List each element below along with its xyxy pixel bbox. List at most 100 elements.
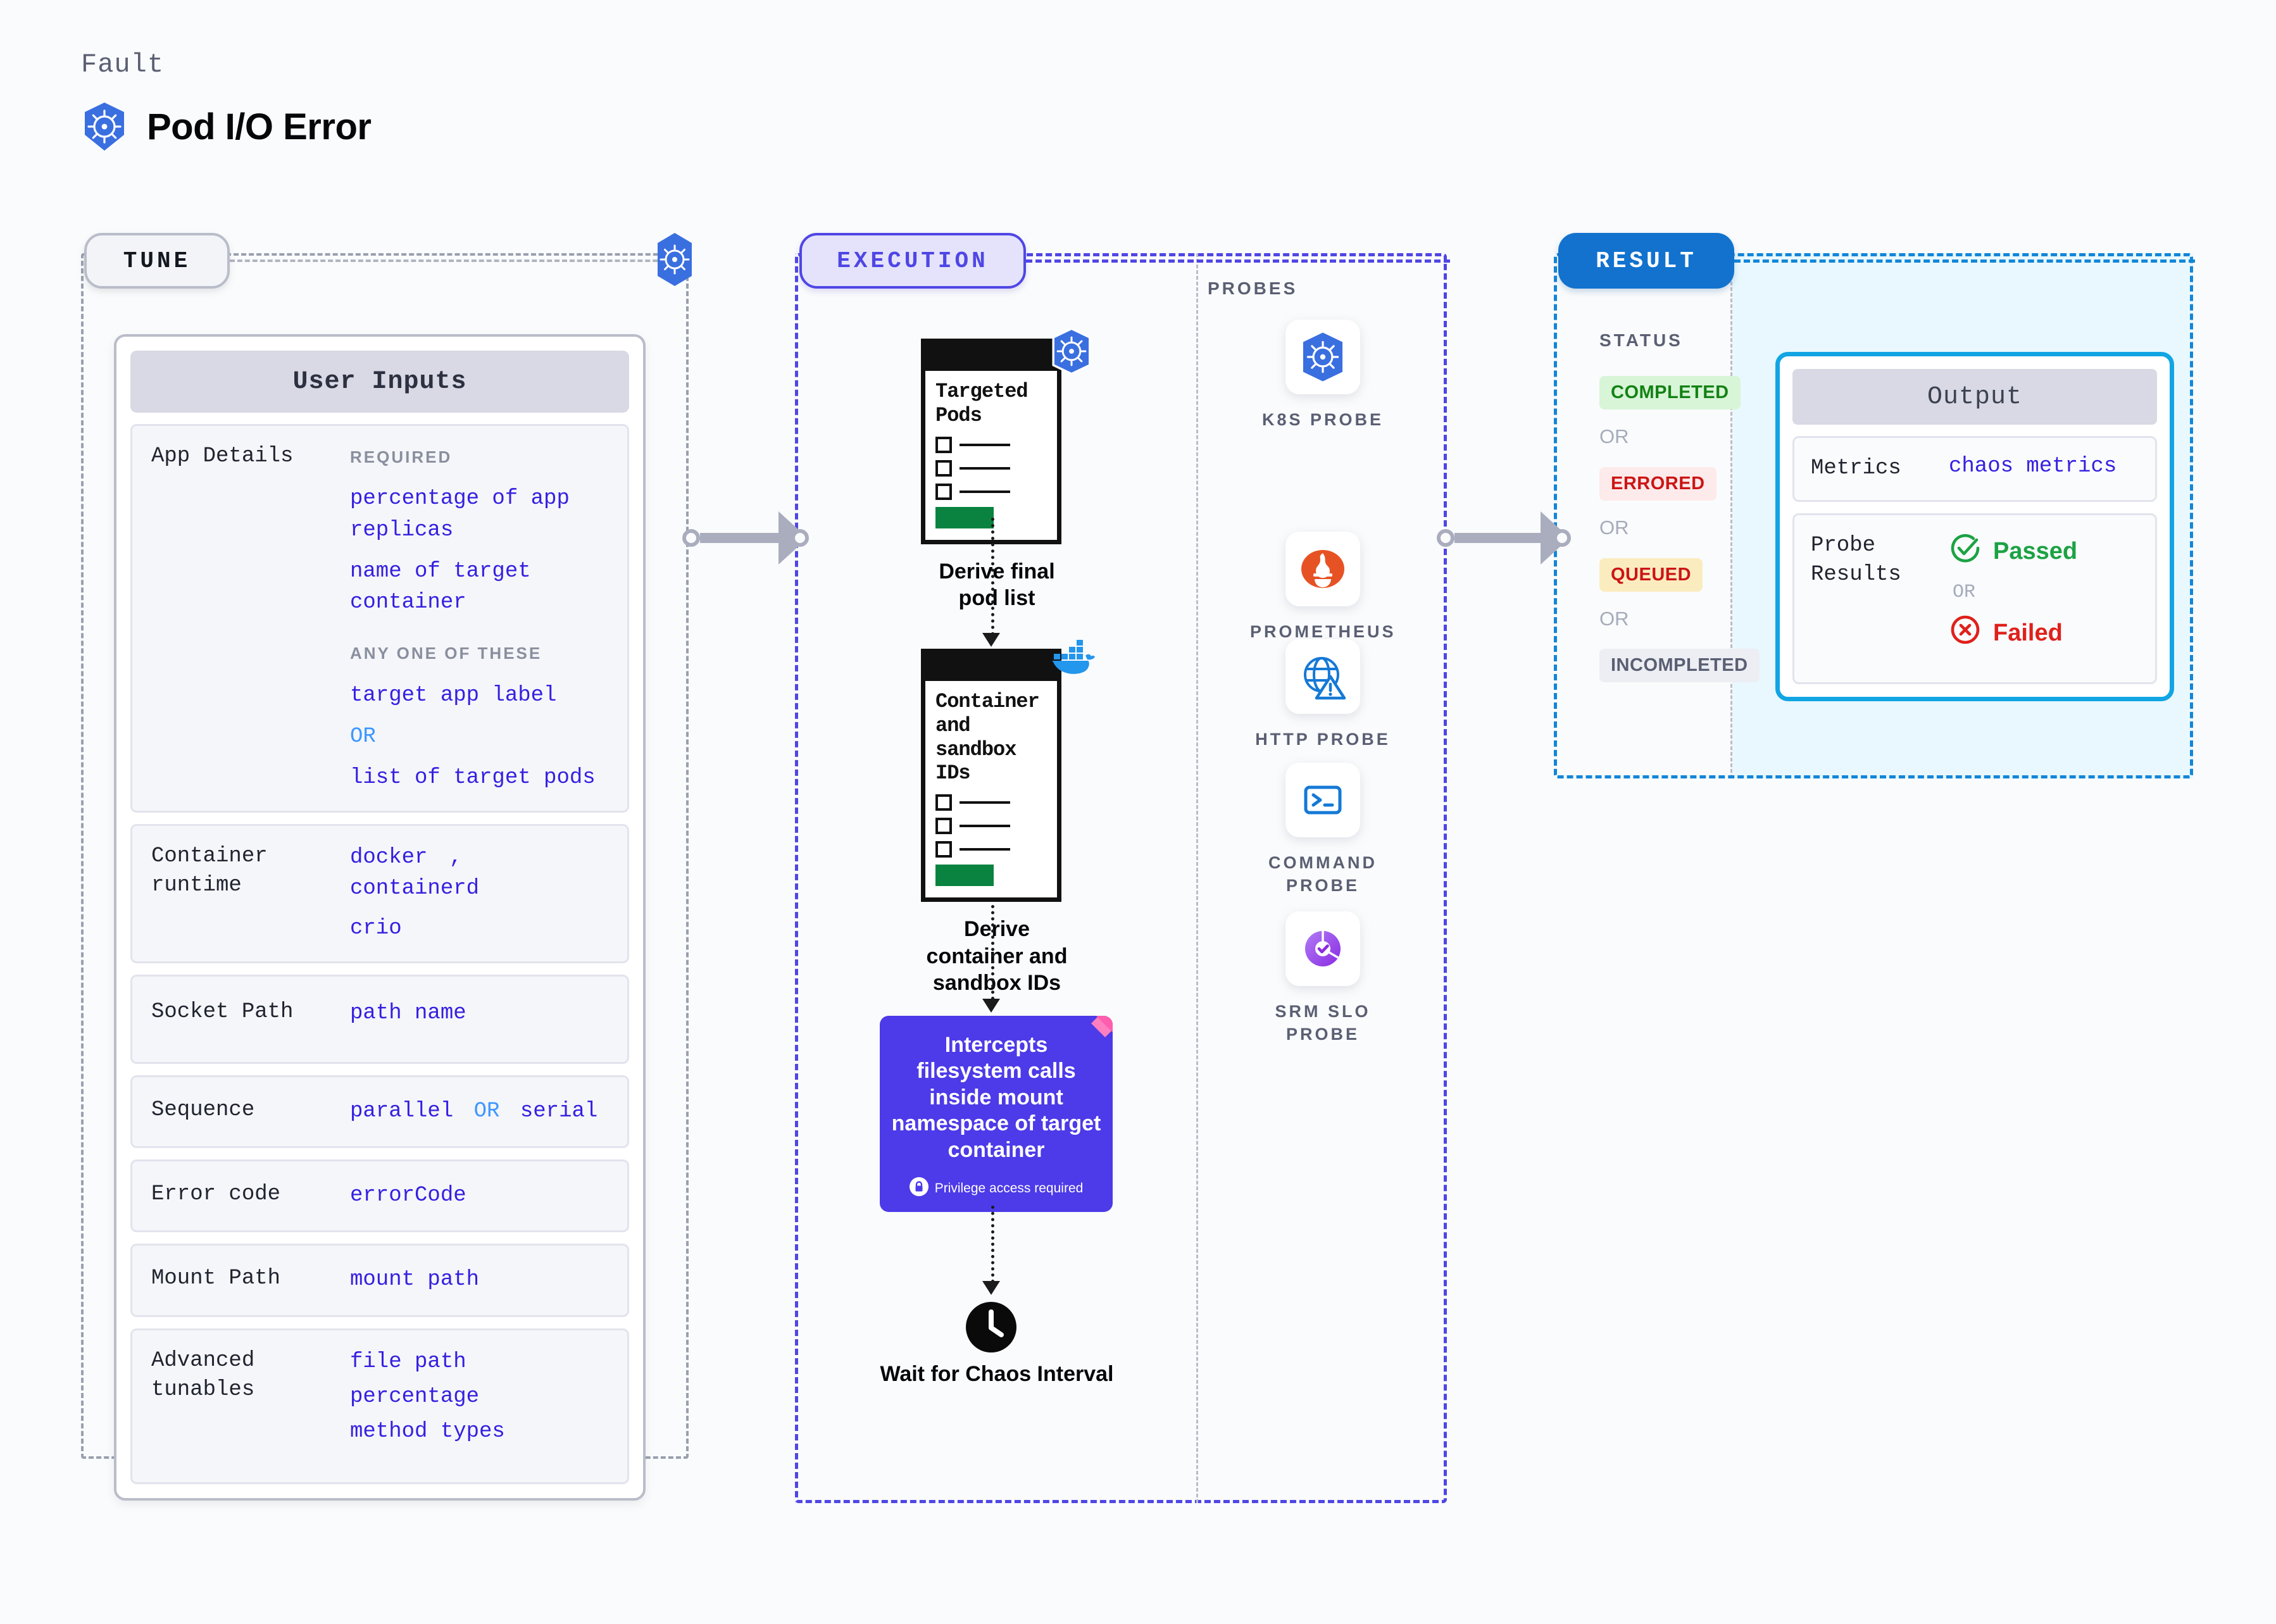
tune-value: serial: [520, 1099, 598, 1123]
probe-command[interactable]: COMMAND PROBE: [1250, 763, 1396, 897]
execution-step-container-ids[interactable]: Container and sandbox IDs Derive contain…: [921, 640, 1095, 997]
result-status-region: [1554, 253, 1732, 778]
tune-value: parallel: [350, 1099, 454, 1123]
docker-icon: [1047, 640, 1096, 681]
checkbox-icon: [935, 841, 952, 858]
tune-group-caption: REQUIRED: [350, 447, 453, 466]
text-rule: [960, 466, 1010, 470]
tune-section-pill[interactable]: TUNE: [84, 233, 230, 289]
x-circle-icon: [1949, 613, 1982, 653]
status-badge-completed: COMPLETED: [1599, 376, 1741, 409]
tune-row-socket-path[interactable]: Socket Path path name: [130, 974, 629, 1064]
execution-wait-caption: Wait for Chaos Interval: [880, 1362, 1114, 1386]
document-titlebar: [925, 343, 1057, 371]
tune-divider: [230, 259, 680, 262]
probe-result-failed: Failed: [1949, 613, 2139, 653]
user-inputs-title: User Inputs: [130, 351, 629, 413]
fault-title-row: Pod I/O Error: [81, 101, 372, 152]
output-row-probe-results[interactable]: Probe Results Passed OR Failed: [1792, 513, 2157, 684]
result-section-pill[interactable]: RESULT: [1558, 233, 1734, 289]
text-rule: [960, 490, 1010, 493]
document-checklist: [935, 794, 1047, 858]
text-rule: [960, 848, 1010, 851]
check-circle-icon: [1949, 532, 1982, 572]
tune-row-label: Container runtime: [151, 844, 268, 897]
connector-end-dot: [1553, 529, 1571, 547]
probe-label: HTTP PROBE: [1255, 730, 1391, 749]
tune-row-label: Mount Path: [151, 1266, 281, 1291]
output-row-metrics[interactable]: Metrics chaos metrics: [1792, 436, 2157, 502]
probe-result-failed-label: Failed: [1993, 619, 2063, 646]
result-status-title: STATUS: [1599, 330, 1683, 350]
probe-label: COMMAND PROBE: [1268, 853, 1377, 896]
tune-value: list of target pods: [350, 766, 596, 790]
result-or-label: OR: [1599, 425, 1629, 447]
execution-section-pill[interactable]: EXECUTION: [799, 233, 1026, 289]
lock-icon: [909, 1177, 929, 1199]
connector-start-dot: [682, 529, 700, 547]
clock-icon: [965, 1301, 1018, 1357]
document-title: Container and sandbox IDs: [935, 690, 1040, 785]
tune-or-label: OR: [350, 725, 376, 749]
flow-arrowhead: [982, 1281, 1000, 1295]
checkbox-icon: [935, 459, 952, 477]
privilege-note: Privilege access required: [891, 1177, 1101, 1199]
checkbox-icon: [935, 794, 952, 811]
tune-value: percentage: [350, 1385, 480, 1409]
execution-action-box[interactable]: Intercepts filesystem calls inside mount…: [880, 1016, 1113, 1213]
kubernetes-icon: [1285, 320, 1360, 394]
output-row-label: Probe Results: [1811, 533, 1901, 587]
kubernetes-icon: [1049, 327, 1094, 378]
probe-http[interactable]: HTTP PROBE: [1250, 639, 1396, 751]
fault-kicker: Fault: [81, 49, 165, 80]
tune-row-app-details[interactable]: App Details REQUIRED percentage of app r…: [130, 424, 629, 813]
connector-bar: [700, 533, 780, 543]
document-card: Container and sandbox IDs: [921, 649, 1061, 902]
globe-warning-icon: [1285, 639, 1360, 714]
output-title: Output: [1792, 369, 2157, 425]
text-rule: [960, 825, 1010, 827]
connector-start-dot: [1437, 529, 1454, 547]
text-rule: [960, 801, 1010, 804]
tune-row-label: Sequence: [151, 1097, 255, 1122]
terminal-icon: [1285, 763, 1360, 837]
output-card: Output Metrics chaos metrics Probe Resul…: [1775, 352, 2174, 701]
tune-row-label: Advanced tunables: [151, 1348, 255, 1402]
tune-or-label: OR: [473, 1099, 500, 1123]
privilege-note-text: Privilege access required: [934, 1180, 1084, 1196]
tune-row-label: App Details: [151, 444, 294, 468]
result-or-label: OR: [1599, 516, 1629, 539]
tune-value: mount path: [350, 1268, 480, 1292]
tune-row-label: Socket Path: [151, 999, 294, 1024]
tune-row-mount-path[interactable]: Mount Path mount path: [130, 1244, 629, 1317]
execution-step-caption: Derive container and sandbox IDs: [926, 917, 1068, 995]
output-metrics-value: chaos metrics: [1949, 454, 2117, 478]
probes-region: [1196, 253, 1447, 1503]
connector-execution-to-result: [1437, 511, 1571, 565]
tune-row-advanced-tunables[interactable]: Advanced tunables file path percentage m…: [130, 1328, 629, 1484]
tune-group-caption: ANY ONE OF THESE: [350, 644, 542, 663]
page-title: Pod I/O Error: [147, 106, 372, 147]
checkbox-icon: [935, 483, 952, 500]
result-or-label: OR: [1599, 608, 1629, 630]
probe-k8s[interactable]: K8S PROBE: [1250, 320, 1396, 431]
tune-separator: ,: [449, 845, 463, 870]
document-checklist: [935, 436, 1047, 500]
document-title: Targeted Pods: [935, 380, 1029, 427]
probe-srm-slo[interactable]: SRM SLO PROBE: [1250, 911, 1396, 1046]
flow-connector-dotted: [991, 1206, 994, 1283]
user-inputs-card: User Inputs App Details REQUIRED percent…: [114, 334, 646, 1501]
status-bar-green: [935, 506, 994, 528]
checkbox-icon: [935, 436, 952, 453]
tune-row-error-code[interactable]: Error code errorCode: [130, 1159, 629, 1233]
document-titlebar: [925, 653, 1057, 681]
tune-value: crio: [350, 916, 402, 941]
tune-row-sequence[interactable]: Sequence parallel OR serial: [130, 1075, 629, 1149]
tune-value: docker: [350, 845, 428, 870]
tune-value: containerd: [350, 876, 480, 901]
tune-value: target app label: [350, 683, 557, 708]
execution-step-targeted-pods[interactable]: Targeted Pods Derive final pod list: [921, 327, 1091, 612]
tune-row-container-runtime[interactable]: Container runtime docker , containerd cr…: [130, 823, 629, 963]
execution-region: [795, 253, 1447, 1503]
probe-label: K8S PROBE: [1261, 410, 1384, 429]
